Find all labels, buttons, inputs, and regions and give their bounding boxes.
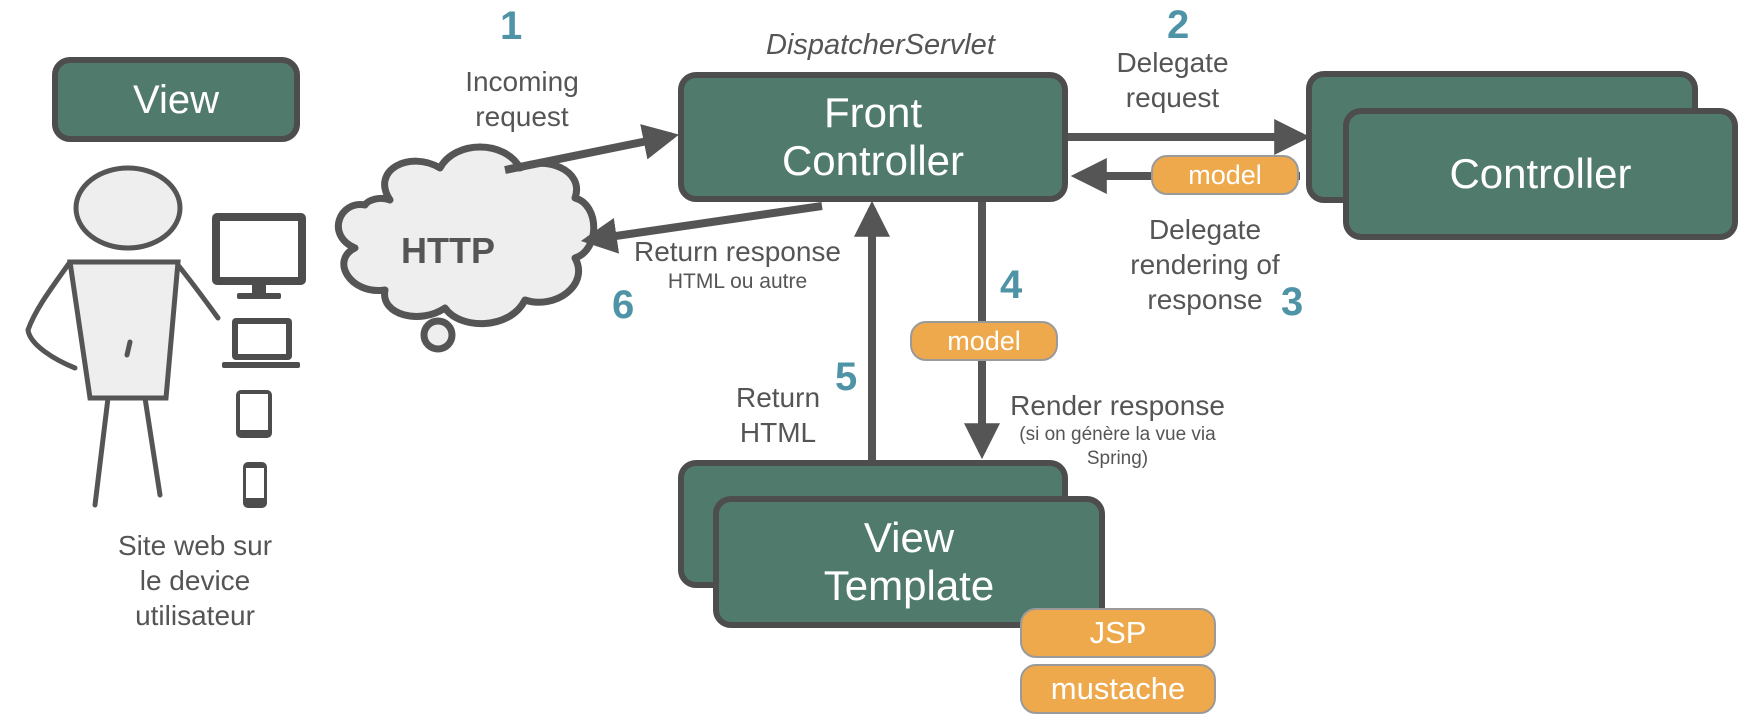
- step-2-line2: request: [1125, 82, 1220, 113]
- step-5-number: 5: [835, 355, 858, 399]
- step-3-label: Delegate rendering of response: [1110, 212, 1300, 317]
- tablet-icon: [236, 390, 272, 438]
- step-1-number: 1: [500, 4, 523, 48]
- view-template-box: View Template: [713, 496, 1105, 628]
- site-label-line3: utilisateur: [135, 600, 255, 631]
- step-5-label: Return HTML: [718, 380, 838, 450]
- step-6-number: 6: [612, 283, 635, 327]
- step-1-label: Incoming request: [452, 64, 592, 134]
- http-label: HTTP: [401, 230, 495, 271]
- step-5-line1: Return: [735, 382, 821, 413]
- front-controller-line1: Front: [823, 88, 923, 136]
- step-3-line1: Delegate: [1148, 214, 1262, 245]
- user-figure-icon: [25, 165, 221, 508]
- view-box-label: View: [133, 77, 219, 122]
- step-4-number: 4: [1000, 263, 1023, 307]
- step-3-line2: rendering of: [1130, 249, 1280, 280]
- step-2-number: 2: [1167, 3, 1190, 47]
- jsp-tag: JSP: [1020, 608, 1216, 658]
- step-4-line3: Spring): [1086, 447, 1149, 469]
- model-tag-mid: model: [910, 321, 1058, 361]
- step-4-line2: (si on génère la vue via: [1019, 424, 1216, 445]
- mustache-tag: mustache: [1020, 664, 1216, 714]
- laptop-icon: [222, 318, 300, 368]
- view-box: View: [52, 57, 300, 142]
- step-1-line1: Incoming: [465, 66, 579, 97]
- arrow-6-return-response: [580, 202, 823, 254]
- step-2-line1: Delegate: [1116, 47, 1229, 78]
- step-3-number: 3: [1281, 280, 1304, 324]
- model-tag-top: model: [1151, 155, 1299, 195]
- step-6-line1: Return response: [633, 236, 841, 267]
- step-4-label: Render response (si on génère la vue via…: [1000, 388, 1235, 471]
- step-6-line2: HTML ou autre: [667, 270, 808, 293]
- front-controller-box: Front Controller: [678, 72, 1068, 202]
- monitor-icon: [212, 213, 306, 299]
- arrow-1-incoming-request: [504, 124, 680, 174]
- front-controller-line2: Controller: [781, 137, 965, 184]
- step-1-line2: request: [475, 101, 569, 132]
- step-4-line1: Render response: [1010, 390, 1225, 421]
- view-template-line1: View: [863, 513, 955, 561]
- site-label-line2: le device: [139, 565, 251, 596]
- step-5-line2: HTML: [739, 417, 817, 448]
- step-6-label: Return response HTML ou autre: [620, 234, 855, 295]
- http-cloud-icon: [334, 143, 598, 353]
- controller-box: Controller: [1343, 108, 1738, 240]
- step-3-line3: response: [1147, 284, 1263, 315]
- dispatcher-servlet-label: DispatcherServlet: [766, 29, 995, 61]
- site-label-line1: Site web sur: [117, 530, 273, 561]
- site-label: Site web sur le device utilisateur: [95, 528, 295, 633]
- controller-label: Controller: [1449, 149, 1632, 197]
- view-template-line2: Template: [823, 562, 995, 609]
- step-2-label: Delegate request: [1100, 45, 1245, 115]
- phone-icon: [243, 462, 267, 508]
